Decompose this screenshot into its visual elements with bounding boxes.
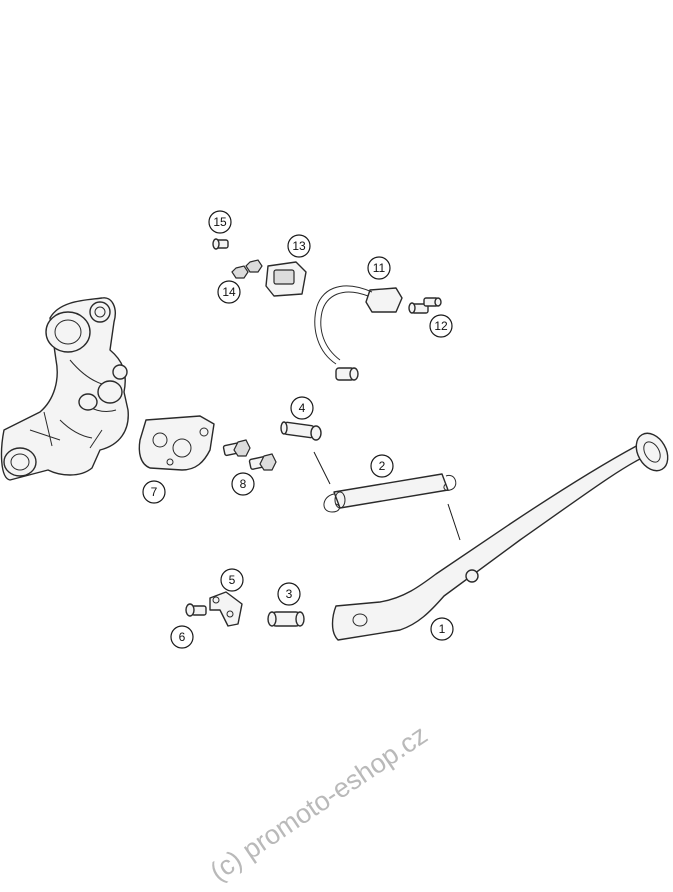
callout-label: 8	[240, 477, 247, 491]
callout-label: 7	[151, 485, 158, 499]
callout-label: 4	[299, 401, 306, 415]
leader-lines	[313, 451, 461, 541]
callout-label: 5	[229, 573, 236, 587]
callout-15: 15	[208, 210, 232, 234]
callout-label: 13	[292, 239, 306, 253]
callout-label: 11	[373, 261, 386, 275]
screw-part-15	[212, 238, 229, 250]
callout-8: 8	[231, 472, 255, 496]
callout-4: 4	[290, 396, 314, 420]
callout-14: 14	[217, 280, 241, 304]
callout-2: 2	[370, 454, 394, 478]
callout-label: 1	[439, 622, 446, 636]
side-stand-part-1	[331, 432, 669, 641]
screw-part-6	[185, 603, 207, 617]
callout-11: 11	[367, 256, 391, 280]
screw-part-12	[408, 297, 442, 314]
sensor-part-11	[314, 285, 403, 381]
watermark: (c) promoto-eshop.cz	[205, 719, 433, 887]
bolt-part-8	[222, 439, 277, 471]
callout-3: 3	[277, 582, 301, 606]
frame-bracket	[0, 297, 129, 481]
callout-13: 13	[287, 234, 311, 258]
callout-6: 6	[170, 625, 194, 649]
callout-label: 14	[222, 285, 236, 299]
plate-part-7	[138, 415, 215, 471]
callout-label: 3	[286, 587, 293, 601]
callout-label: 2	[379, 459, 386, 473]
callout-7: 7	[142, 480, 166, 504]
bushing-part-3	[267, 611, 305, 627]
spring-part-2	[323, 473, 457, 513]
callout-12: 12	[429, 314, 453, 338]
bracket-part-5	[209, 591, 243, 627]
pin-part-4	[280, 421, 322, 441]
callout-1: 1	[430, 617, 454, 641]
switch-part-13	[265, 261, 307, 297]
callout-label: 15	[213, 215, 227, 229]
callout-label: 6	[179, 630, 186, 644]
callout-label: 12	[434, 319, 448, 333]
nut-part-14	[231, 259, 263, 279]
callout-5: 5	[220, 568, 244, 592]
